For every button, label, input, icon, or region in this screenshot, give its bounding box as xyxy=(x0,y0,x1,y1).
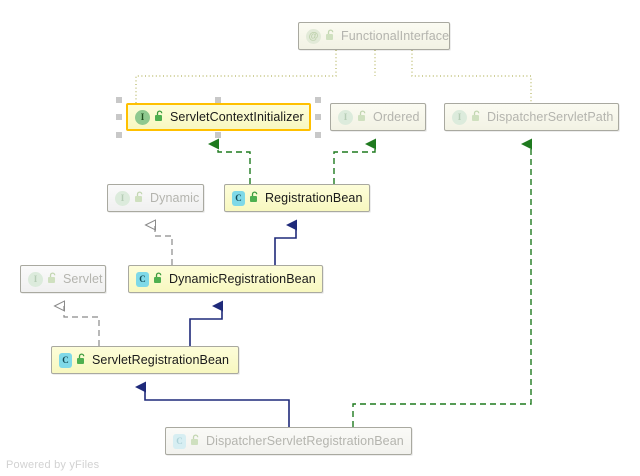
edge-dynamicregistrationbean-registrationbean xyxy=(274,219,297,265)
edge-servletregistrationbean-servlet xyxy=(53,300,100,346)
node-label: DispatcherServletRegistrationBean xyxy=(206,434,404,448)
selection-handle-se[interactable] xyxy=(315,132,321,138)
interface-icon: I xyxy=(338,109,353,125)
node-servlet[interactable]: I Servlet xyxy=(20,265,106,293)
public-lock-icon xyxy=(249,190,260,206)
node-ordered[interactable]: I Ordered xyxy=(330,103,426,131)
public-lock-icon xyxy=(190,433,201,449)
public-lock-icon xyxy=(325,28,336,44)
public-lock-icon xyxy=(134,190,145,206)
node-registration-bean[interactable]: C RegistrationBean xyxy=(224,184,370,212)
node-dispatcher-servlet-registration-bean[interactable]: C DispatcherServletRegistrationBean xyxy=(165,427,412,455)
node-dynamic-registration-bean[interactable]: C DynamicRegistrationBean xyxy=(128,265,323,293)
watermark: Powered by yFiles xyxy=(6,459,100,471)
node-servlet-registration-bean[interactable]: C ServletRegistrationBean xyxy=(51,346,239,374)
selection-handle-nw[interactable] xyxy=(116,97,122,103)
edge-ordered-functionalinterface xyxy=(411,50,532,103)
interface-icon: I xyxy=(28,271,43,287)
class-icon: C xyxy=(59,352,72,368)
annotation-icon: @ xyxy=(306,28,321,44)
interface-icon: I xyxy=(115,190,130,206)
node-label: DispatcherServletPath xyxy=(487,110,614,124)
node-functional-interface[interactable]: @ FunctionalInterface xyxy=(298,22,450,50)
node-label: Ordered xyxy=(373,110,420,124)
public-lock-icon xyxy=(76,352,87,368)
edge-dispatcherservletregistrationbean-dispatcherservletpath xyxy=(352,138,532,427)
node-label: Servlet xyxy=(63,272,103,286)
public-lock-icon xyxy=(153,271,164,287)
edge-registrationbean-servletcontextinitializer xyxy=(208,138,251,184)
edge-servletcontextinitializer-functionalinterface xyxy=(135,50,337,103)
node-dispatcher-servlet-path[interactable]: I DispatcherServletPath xyxy=(444,103,619,131)
public-lock-icon xyxy=(154,109,165,125)
class-icon: C xyxy=(136,271,149,287)
edge-registrationbean-ordered xyxy=(333,138,376,184)
node-label: DynamicRegistrationBean xyxy=(169,272,316,286)
interface-icon: I xyxy=(135,109,150,125)
selection-handle-ne[interactable] xyxy=(315,97,321,103)
edge-annotation-usage-group xyxy=(135,50,532,103)
class-icon: C xyxy=(173,433,186,449)
node-label: ServletRegistrationBean xyxy=(92,353,230,367)
selection-handle-sw[interactable] xyxy=(116,132,122,138)
node-label: ServletContextInitializer xyxy=(170,110,304,124)
edge-dynamicregistrationbean-dynamic xyxy=(144,219,173,265)
selection-handle-e[interactable] xyxy=(315,114,321,120)
edge-dispatcherservletregistrationbean-servletregistrationbean xyxy=(135,381,290,427)
selection-handle-w[interactable] xyxy=(116,114,122,120)
public-lock-icon xyxy=(47,271,58,287)
node-dynamic[interactable]: I Dynamic xyxy=(107,184,204,212)
node-servlet-context-initializer[interactable]: I ServletContextInitializer xyxy=(126,103,311,131)
selection-handle-s[interactable] xyxy=(215,132,221,138)
public-lock-icon xyxy=(471,109,482,125)
node-label: Dynamic xyxy=(150,191,200,205)
edge-servletregistrationbean-dynamicregistrationbean xyxy=(189,300,223,346)
node-label: FunctionalInterface xyxy=(341,29,450,43)
edge-generalization-group xyxy=(135,219,297,427)
node-label: RegistrationBean xyxy=(265,191,363,205)
interface-icon: I xyxy=(452,109,467,125)
class-icon: C xyxy=(232,190,245,206)
selection-handle-n[interactable] xyxy=(215,97,221,103)
public-lock-icon xyxy=(357,109,368,125)
